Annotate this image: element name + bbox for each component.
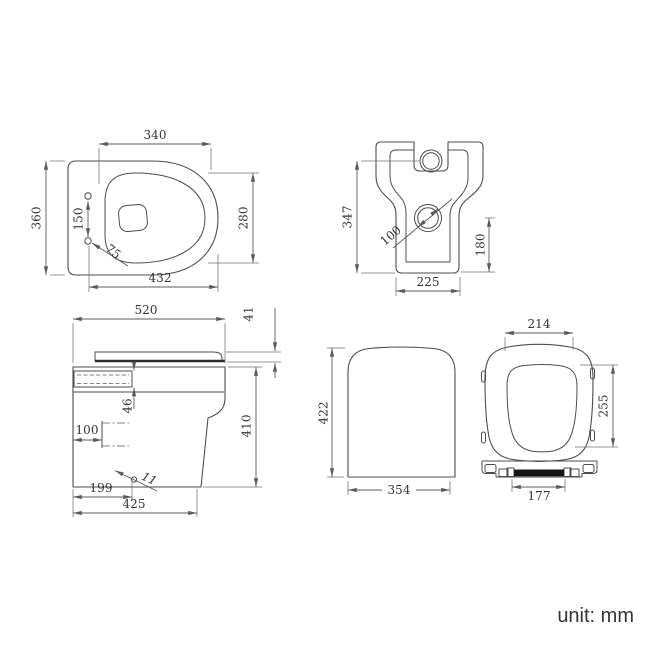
- dim-label-225: 225: [417, 275, 440, 289]
- dim-label-180: 180: [474, 234, 488, 257]
- dim-label-150: 150: [72, 208, 86, 231]
- side-outline: [72, 366, 226, 488]
- dimension-410: 410: [203, 366, 262, 488]
- seat-lid-profile: [94, 351, 223, 361]
- dim-label-46: 46: [121, 398, 135, 413]
- dimension-199: 199: [73, 481, 133, 501]
- seat-view: 214 255 177: [481, 317, 618, 503]
- hinge-hole-bottom: [84, 237, 92, 245]
- dimension-100-outlet: 100: [377, 198, 453, 249]
- dimension-225: 225: [395, 275, 461, 296]
- top-view: 150 75 340 360 280 432: [30, 128, 259, 292]
- dim-label-199: 199: [90, 481, 113, 495]
- dimension-177: 177: [511, 479, 566, 503]
- floor-fixing-hole: [130, 476, 138, 483]
- pan-plan-outline: [67, 160, 219, 276]
- unit-label: unit: mm: [557, 605, 634, 627]
- dimension-11-leader: 11: [114, 469, 159, 492]
- dimension-180: 180: [461, 217, 495, 273]
- hinge-hole-top: [84, 192, 92, 200]
- dim-label-280: 280: [237, 207, 251, 230]
- dimension-255: 255: [575, 364, 618, 448]
- dimension-347: 347: [341, 160, 419, 274]
- hinge-foot: [484, 464, 497, 473]
- inlet-hole-inner: [422, 152, 440, 170]
- diameter-arrow: [430, 208, 439, 217]
- dimension-520: 520: [72, 303, 226, 363]
- dim-label-422: 422: [317, 402, 331, 425]
- seat-bumper: [590, 367, 595, 380]
- outlet-hole-outer: [414, 204, 442, 232]
- dimension-214: 214: [504, 317, 574, 351]
- flush-outlet: [118, 203, 148, 233]
- seat-bumper: [481, 370, 486, 383]
- hinge-bar: [514, 469, 564, 477]
- dim-label-100: 100: [377, 223, 404, 248]
- hinge-step: [569, 468, 580, 477]
- hinge-bracket-outline: [481, 461, 598, 478]
- dimension-425: 425: [72, 489, 198, 517]
- bowl-outline: [104, 172, 206, 264]
- front-view: 422 354: [317, 346, 456, 497]
- dimension-354: 354: [347, 481, 451, 497]
- dim-label-425: 425: [123, 497, 146, 511]
- dim-label-354: 354: [388, 483, 411, 497]
- seat-bumper: [590, 429, 595, 442]
- dim-label-410: 410: [240, 415, 254, 438]
- dim-label-255: 255: [597, 395, 611, 418]
- dim-label-360: 360: [30, 207, 44, 230]
- outlet-hole-inner: [417, 207, 439, 229]
- dim-label-347: 347: [341, 206, 355, 229]
- seat-bumper: [481, 431, 486, 444]
- dimension-46: 46: [121, 361, 137, 414]
- back-outline: [375, 141, 484, 274]
- inlet-hole-outer: [419, 149, 443, 173]
- dimension-360: 360: [30, 160, 65, 276]
- label-mask: [382, 483, 416, 496]
- dim-label-41: 41: [242, 306, 256, 321]
- hinge-foot: [582, 464, 595, 473]
- dim-label-340: 340: [144, 128, 167, 142]
- dimension-41: 41: [226, 306, 281, 378]
- back-view: 347 100 180 225: [341, 141, 495, 296]
- dim-label-100-inset: 100: [76, 423, 99, 437]
- dim-label-214: 214: [528, 317, 551, 331]
- seat-inner-outline: [506, 363, 578, 453]
- dim-label-11: 11: [139, 469, 159, 488]
- side-view: 520 41 410 46 100 11: [72, 303, 281, 517]
- dimension-280: 280: [208, 172, 259, 264]
- dimension-340: 340: [98, 128, 212, 184]
- dimension-150: 150: [72, 201, 91, 237]
- front-silhouette: [347, 346, 456, 478]
- seat-outer-outline: [484, 343, 594, 462]
- leader-line: [91, 242, 129, 267]
- dimension-432: 432: [88, 246, 219, 292]
- dimension-422: 422: [317, 347, 345, 478]
- dim-label-520: 520: [135, 303, 158, 317]
- diameter-arrow: [417, 219, 426, 228]
- dimension-100-inset: 100: [73, 423, 102, 443]
- hinge-step: [498, 468, 509, 477]
- dim-label-177: 177: [528, 489, 551, 503]
- dimension-75-leader: 75: [91, 241, 129, 267]
- back-inner-contour-right: [448, 149, 469, 262]
- fixing-slot: [73, 370, 133, 388]
- back-inner-contour-left: [389, 149, 414, 262]
- dim-label-432: 432: [149, 271, 172, 285]
